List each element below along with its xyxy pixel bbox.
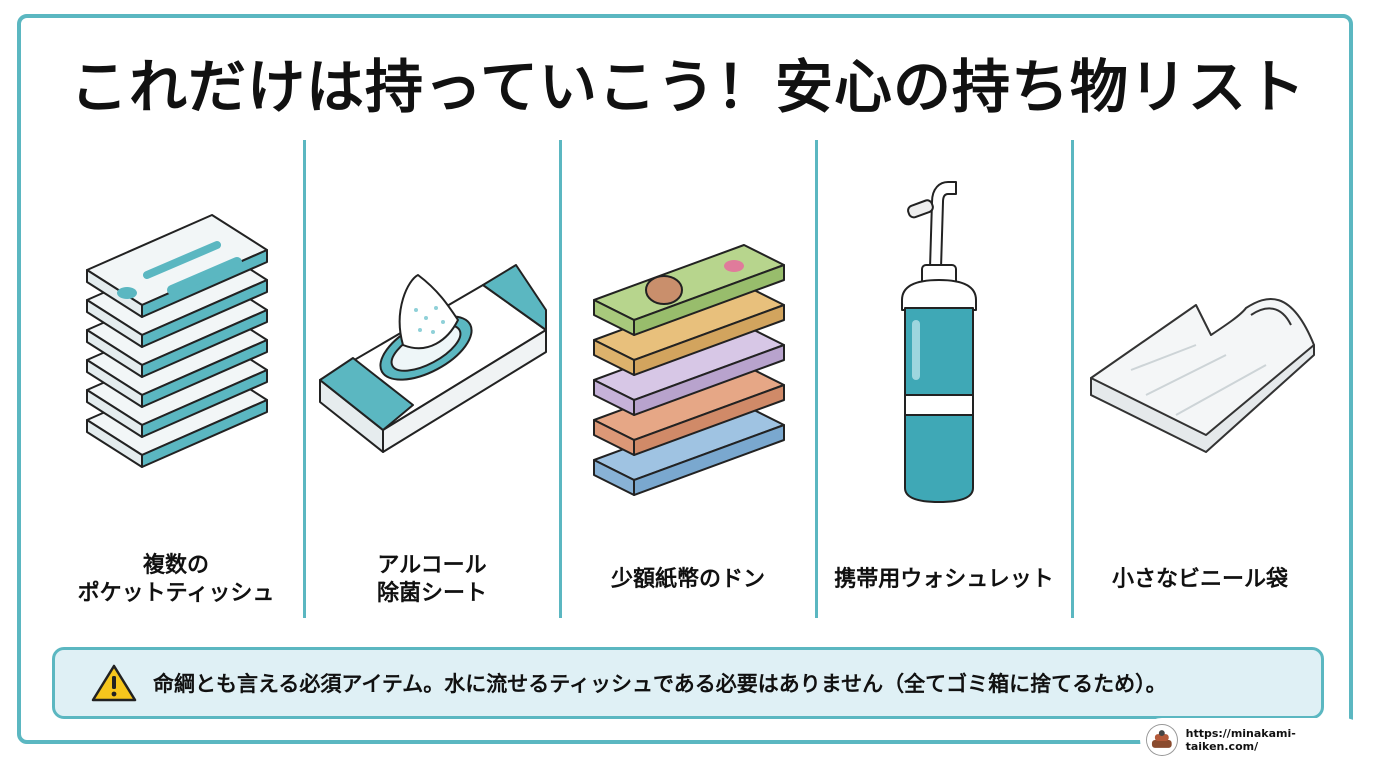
item-plastic-bag: 小さなビニール袋 <box>1076 140 1324 615</box>
column-divider <box>303 140 306 618</box>
item-alcohol-wipes: アルコール 除菌シート <box>308 140 556 615</box>
wet-wipes-icon <box>319 264 547 453</box>
avatar-icon <box>1146 724 1178 756</box>
item-label: 携帯用ウォシュレット <box>834 567 1054 592</box>
column-divider <box>815 140 818 618</box>
item-label: アルコール 除菌シート <box>376 553 487 606</box>
page-title: これだけは持っていこう！安心の持ち物リスト <box>69 53 1307 121</box>
tissue-packs-icon <box>86 214 268 468</box>
site-credit[interactable]: https://minakami-taiken.com/ <box>1140 718 1366 762</box>
item-pocket-tissue: 複数の ポケットティッシュ <box>52 140 300 615</box>
item-label: 小さなビニール袋 <box>1111 567 1288 592</box>
item-portable-bidet: 携帯用ウォシュレット <box>820 140 1068 615</box>
plastic-bag-icon <box>1090 297 1315 453</box>
item-label: 少額紙幣のドン <box>610 567 765 592</box>
column-divider <box>559 140 562 618</box>
note-banner: 命綱とも言える必須アイテム。水に流せるティッシュである必要はありません（全てゴミ… <box>52 647 1324 719</box>
column-divider <box>1071 140 1074 618</box>
banknotes-icon <box>593 244 785 496</box>
portable-bidet-icon <box>901 181 977 503</box>
note-text: 命綱とも言える必須アイテム。水に流せるティッシュである必要はありません（全てゴミ… <box>153 672 1167 696</box>
site-url[interactable]: https://minakami-taiken.com/ <box>1185 727 1296 753</box>
warning-icon <box>91 664 137 702</box>
item-small-banknotes: 少額紙幣のドン <box>564 140 812 615</box>
item-label: 複数の ポケットティッシュ <box>77 553 275 606</box>
